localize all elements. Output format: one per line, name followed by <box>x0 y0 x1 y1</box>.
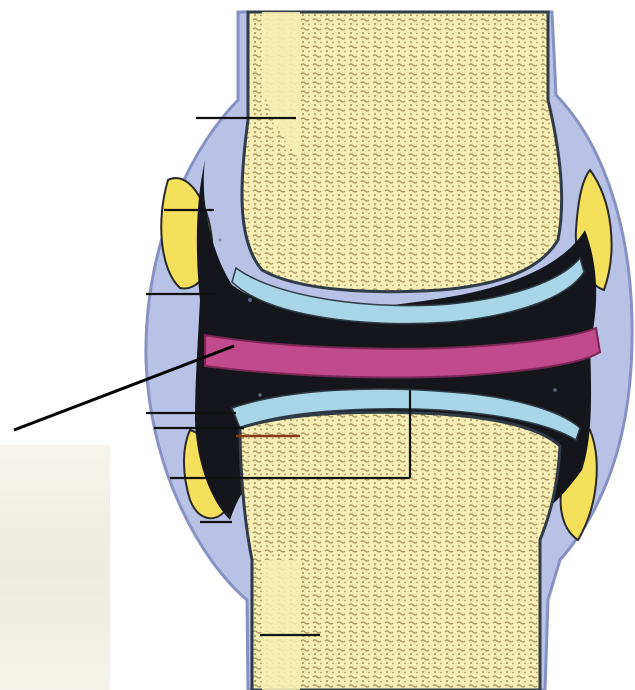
background-smudge <box>0 445 110 690</box>
lower-bone-shaft-highlight <box>262 560 300 690</box>
